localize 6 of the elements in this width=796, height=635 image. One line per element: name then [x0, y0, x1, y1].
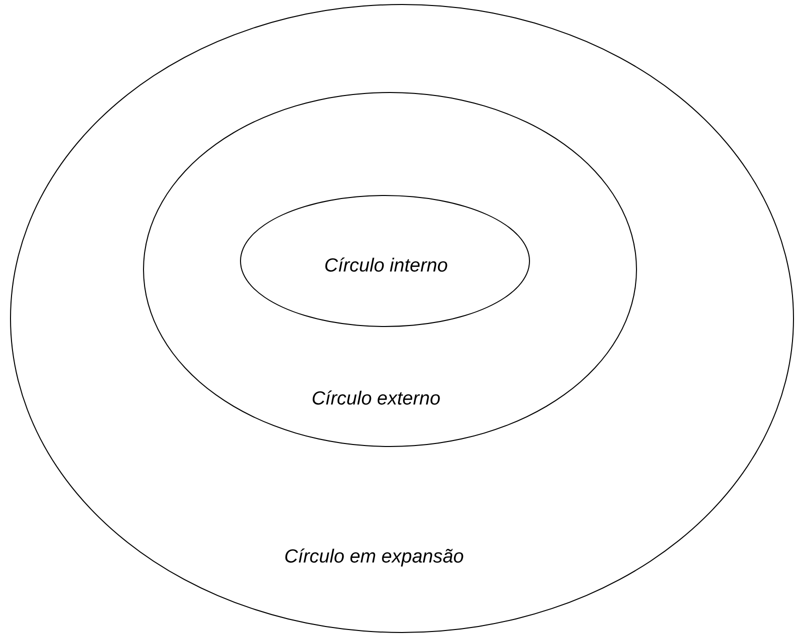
ellipse-label: Círculo externo — [312, 390, 440, 408]
ellipse — [10, 4, 794, 633]
ellipse — [240, 195, 530, 327]
ellipse-label: Círculo interno — [324, 256, 448, 276]
ellipse-label: Círculo em expansão — [284, 548, 464, 566]
ellipse — [143, 92, 637, 447]
